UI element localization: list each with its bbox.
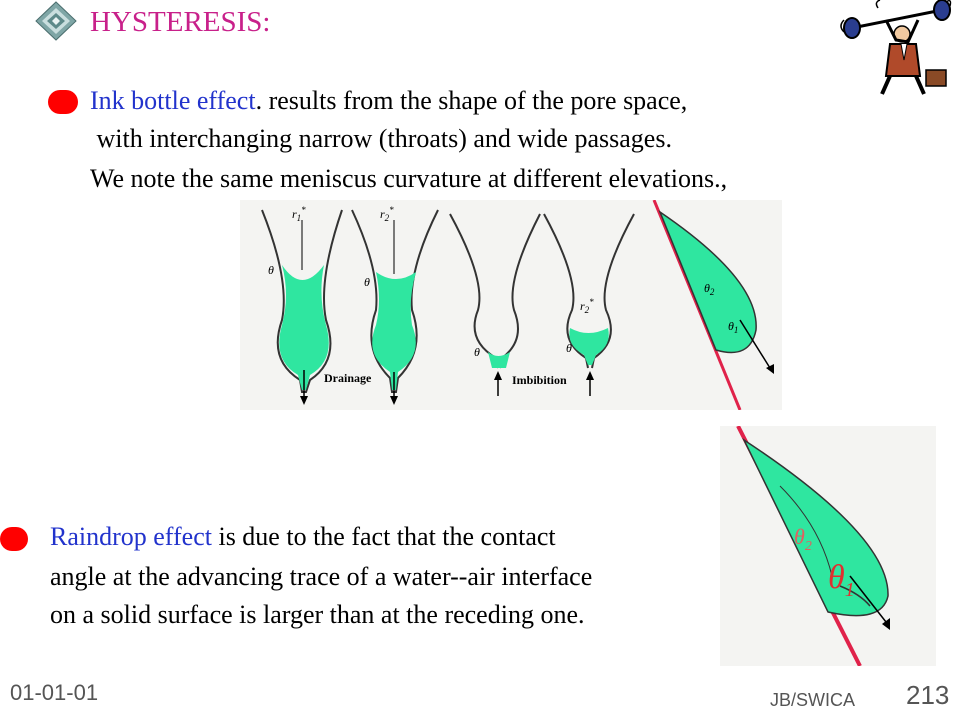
raindrop-rest: is due to the fact that the contact [211,522,556,551]
ink-bottle-line-2: with interchanging narrow (throats) and … [90,124,672,153]
pore-3-fluid [488,352,510,368]
imbibition-label: Imbibition [512,373,567,387]
footer-date: 01-01-01 [10,680,99,705]
r2-label: r2* [380,205,394,223]
slide-title: HYSTERESIS: [90,6,271,38]
pore-2-fluid [372,272,416,390]
raindrop-fluid [742,437,889,617]
page-number: 213 [906,680,950,710]
theta-label-4: θ [566,341,572,355]
pore-4-fluid [569,328,609,365]
footer-org: JB/SWICA [770,690,856,710]
raindrop-term: Raindrop effect [50,522,212,551]
raindrop-line-2: angle at the advancing trace of a water-… [50,562,593,591]
theta2-label: θ2 [794,524,812,554]
theta1-small-label: θ1 [728,319,738,335]
raindrop-figure: θ2 θ1 [720,426,936,666]
r1-label: r1* [292,205,306,223]
ink-bottle-figure: r1* r2* r2* θ θ θ θ Drainage Imbibition … [240,200,782,410]
theta-label-3: θ [474,345,480,359]
businessman-clipart-icon [840,0,952,95]
theta1-label: θ1 [828,559,855,601]
ink-bottle-term: Ink bottle effect [90,86,256,115]
raindrop-line-3: on a solid surface is larger than at the… [50,600,585,629]
bullet-ink-bottle-icon [48,90,78,114]
r2-imbibition-label: r2* [580,297,594,315]
ink-bottle-rest: . results from the shape of the pore spa… [255,86,688,115]
theta2-small-label: θ2 [704,281,715,297]
ink-bottle-line-3: We note the same meniscus curvature at d… [90,164,728,193]
ink-bottle-line-1: Ink bottle effect. results from the shap… [90,86,687,116]
theta-label-1: θ [268,263,274,277]
raindrop-line-1: Raindrop effect is due to the fact that … [50,522,556,552]
bullet-raindrop-icon [0,527,28,551]
pore-1-fluid [279,265,329,390]
drop-fluid [658,209,757,354]
theta-label-2: θ [364,275,370,289]
diamond-logo-icon [35,1,77,41]
drainage-label: Drainage [324,371,372,385]
